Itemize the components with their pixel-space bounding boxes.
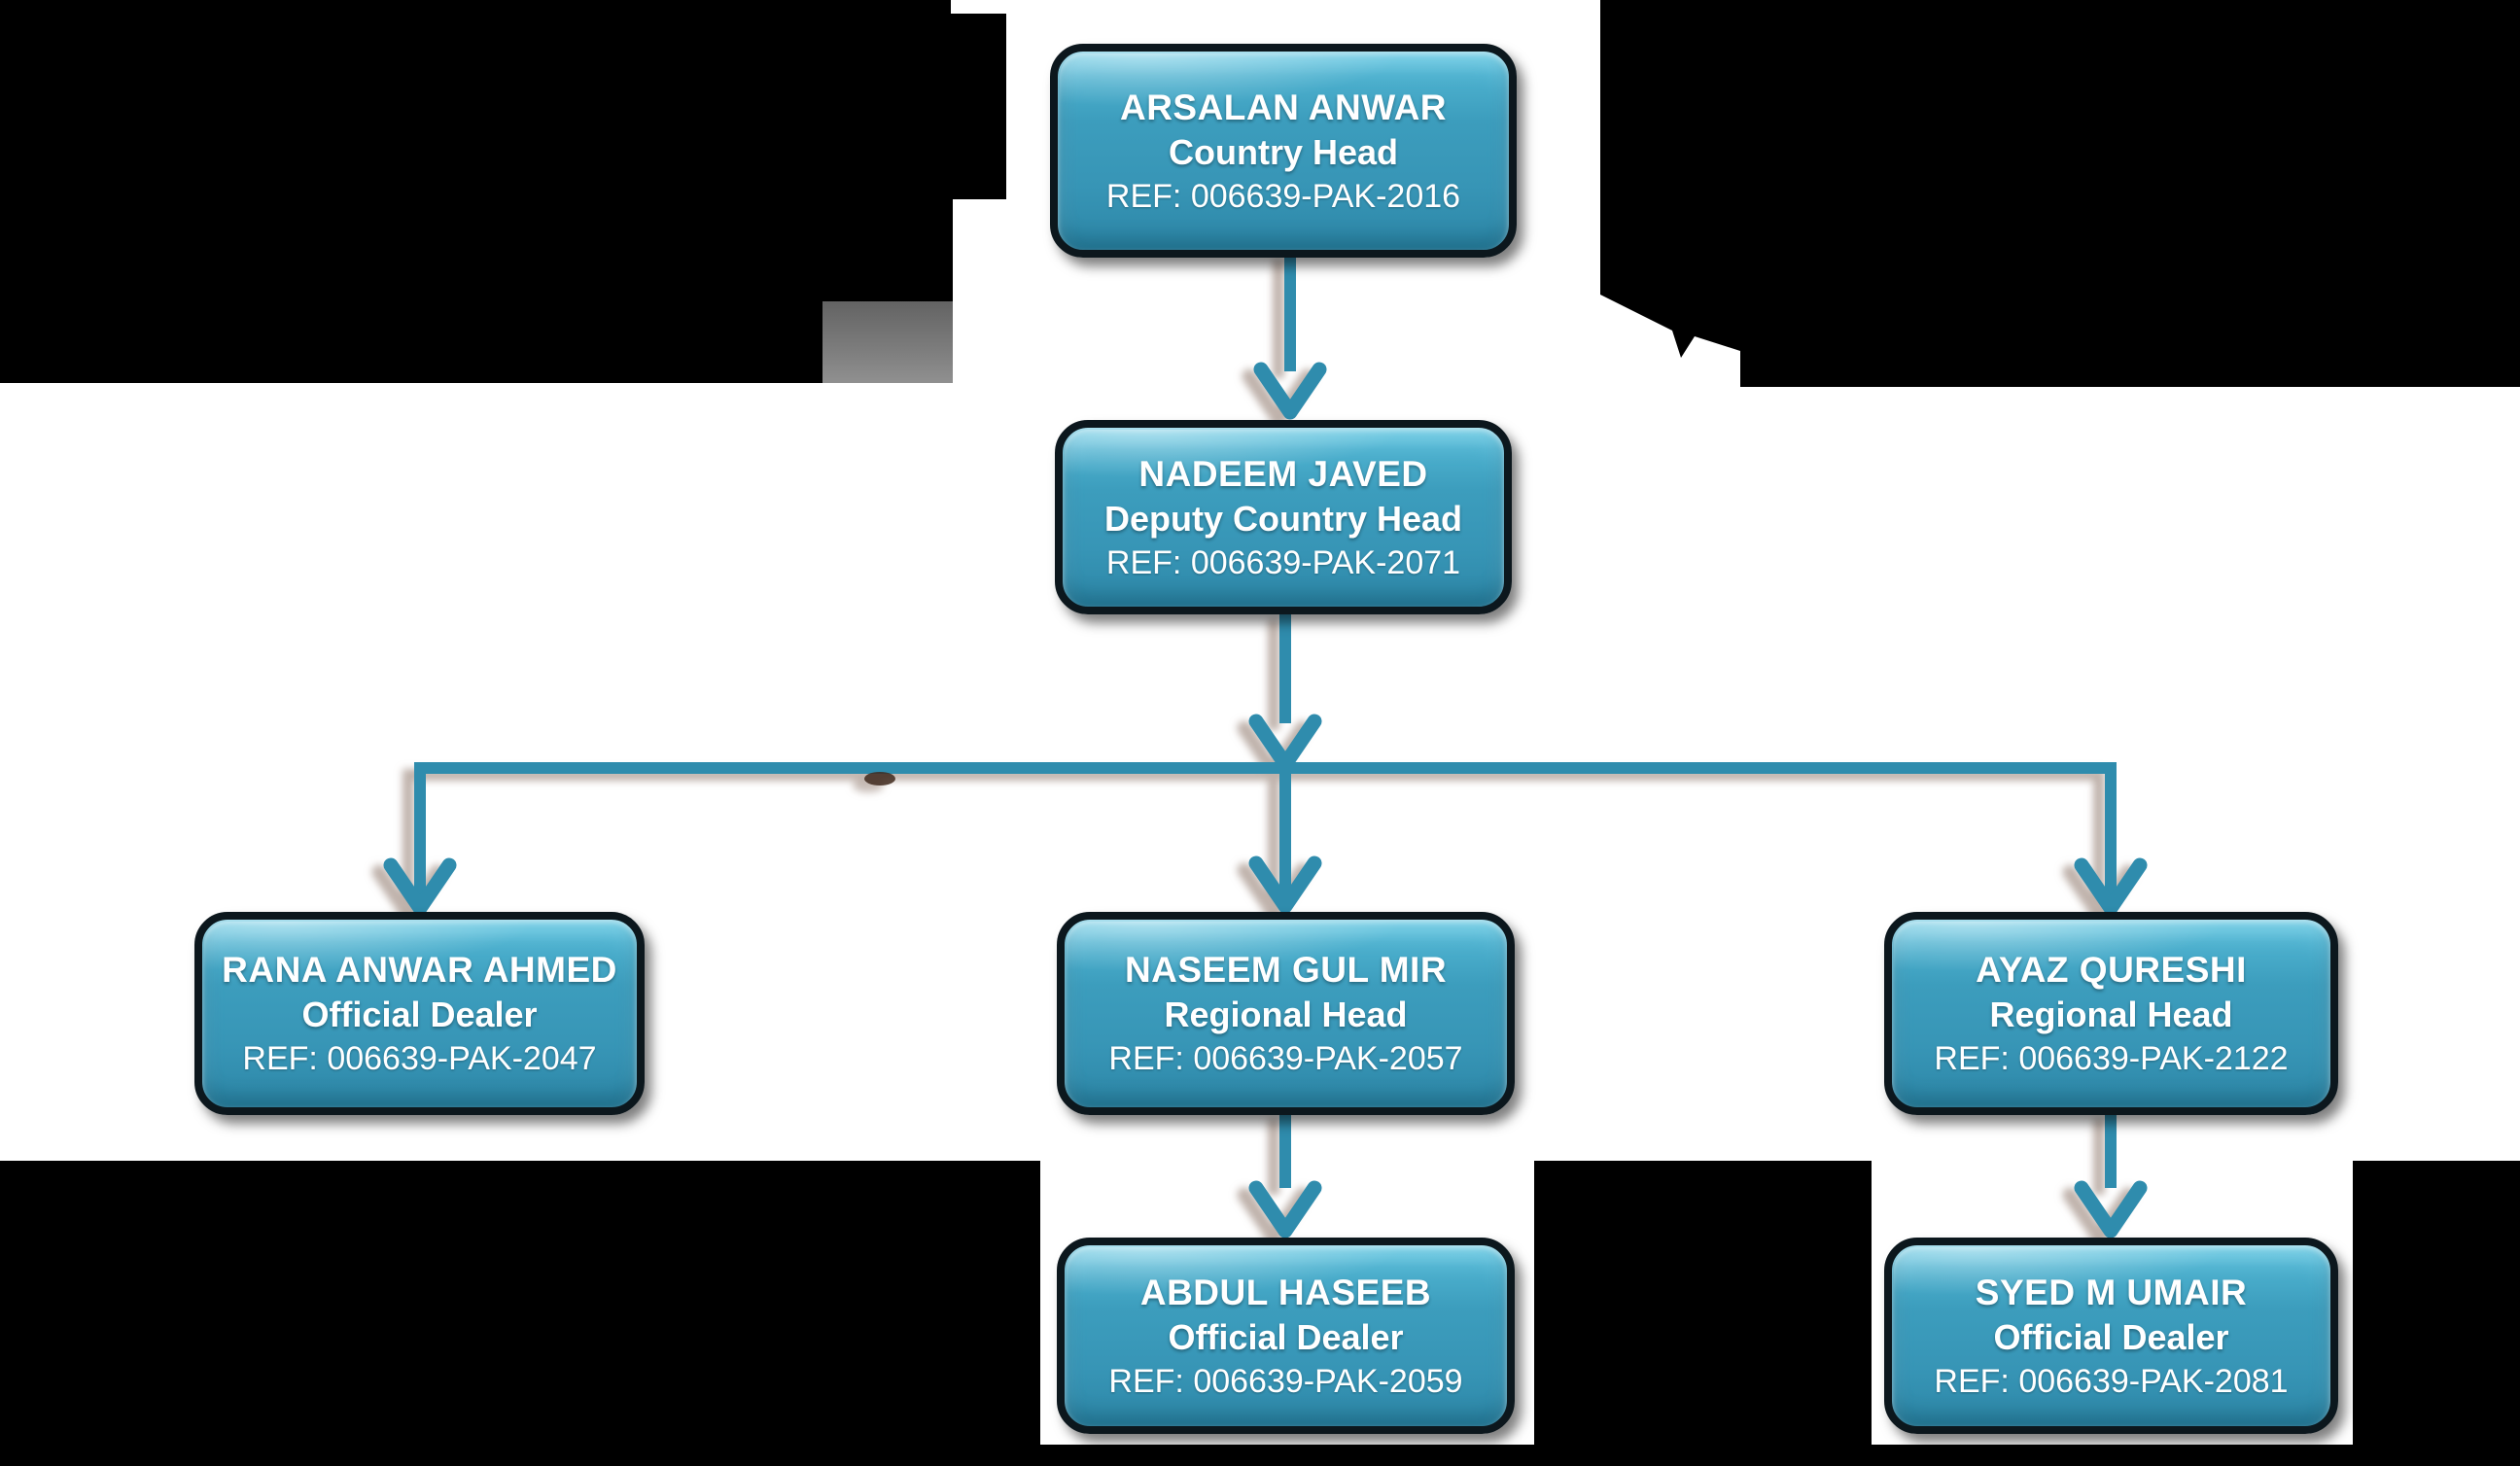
org-node-abdul-haseeb: ABDUL HASEEB Official Dealer REF: 006639… bbox=[1057, 1238, 1515, 1434]
org-node-nadeem-javed: NADEEM JAVED Deputy Country Head REF: 00… bbox=[1055, 420, 1512, 614]
arrow-head-deputy-to-rail bbox=[1248, 714, 1322, 772]
arrow-head-rail-to-ayaz bbox=[2074, 857, 2148, 916]
background-bottom-strip-black bbox=[0, 1445, 2520, 1466]
node-title: Regional Head bbox=[1989, 995, 2233, 1034]
arrow-head-ayaz-to-syed bbox=[2074, 1180, 2148, 1239]
org-node-ayaz-qureshi: AYAZ QURESHI Regional Head REF: 006639-P… bbox=[1884, 912, 2338, 1115]
rail-smudge-artifact bbox=[864, 772, 895, 785]
arrow-head-rail-to-rana bbox=[383, 857, 457, 916]
org-node-rana-anwar-ahmed: RANA ANWAR AHMED Official Dealer REF: 00… bbox=[194, 912, 645, 1115]
background-bottom-left-black bbox=[0, 1161, 1040, 1466]
node-ref: REF: 006639-PAK-2071 bbox=[1105, 543, 1461, 581]
node-ref: REF: 006639-PAK-2122 bbox=[1934, 1040, 2289, 1077]
node-name: ARSALAN ANWAR bbox=[1119, 87, 1448, 127]
org-node-arsalan-anwar: ARSALAN ANWAR Country Head REF: 006639-P… bbox=[1050, 44, 1517, 258]
node-name: NADEEM JAVED bbox=[1138, 453, 1428, 494]
node-title: Official Dealer bbox=[301, 995, 538, 1034]
node-title: Official Dealer bbox=[1993, 1316, 2229, 1357]
background-torn-edge-gray-patch bbox=[822, 301, 953, 383]
node-ref: REF: 006639-PAK-2057 bbox=[1108, 1040, 1463, 1077]
org-node-syed-m-umair: SYED M UMAIR Official Dealer REF: 006639… bbox=[1884, 1238, 2338, 1434]
background-bottom-right-black bbox=[2353, 1161, 2520, 1466]
node-name: SYED M UMAIR bbox=[1975, 1272, 2248, 1312]
org-node-naseem-gul-mir: NASEEM GUL MIR Regional Head REF: 006639… bbox=[1057, 912, 1515, 1115]
node-title: Regional Head bbox=[1164, 995, 1408, 1034]
node-ref: REF: 006639-PAK-2059 bbox=[1108, 1362, 1463, 1400]
node-ref: REF: 006639-PAK-2016 bbox=[1105, 177, 1461, 215]
arrow-head-rail-to-naseem bbox=[1248, 855, 1322, 914]
node-name: RANA ANWAR AHMED bbox=[222, 950, 617, 990]
background-bottom-middle-black bbox=[1534, 1161, 1872, 1466]
node-ref: REF: 006639-PAK-2047 bbox=[242, 1040, 597, 1077]
node-title: Country Head bbox=[1168, 131, 1399, 172]
node-title: Official Dealer bbox=[1168, 1316, 1404, 1357]
arrow-head-naseem-to-abdul bbox=[1248, 1180, 1322, 1239]
node-name: ABDUL HASEEB bbox=[1139, 1272, 1432, 1312]
node-name: NASEEM GUL MIR bbox=[1124, 950, 1448, 990]
arrow-head-country-to-deputy bbox=[1253, 362, 1327, 420]
node-name: AYAZ QURESHI bbox=[1976, 950, 2247, 990]
node-title: Deputy Country Head bbox=[1103, 498, 1463, 539]
rail-line bbox=[414, 762, 2117, 904]
node-ref: REF: 006639-PAK-2081 bbox=[1934, 1362, 2289, 1400]
